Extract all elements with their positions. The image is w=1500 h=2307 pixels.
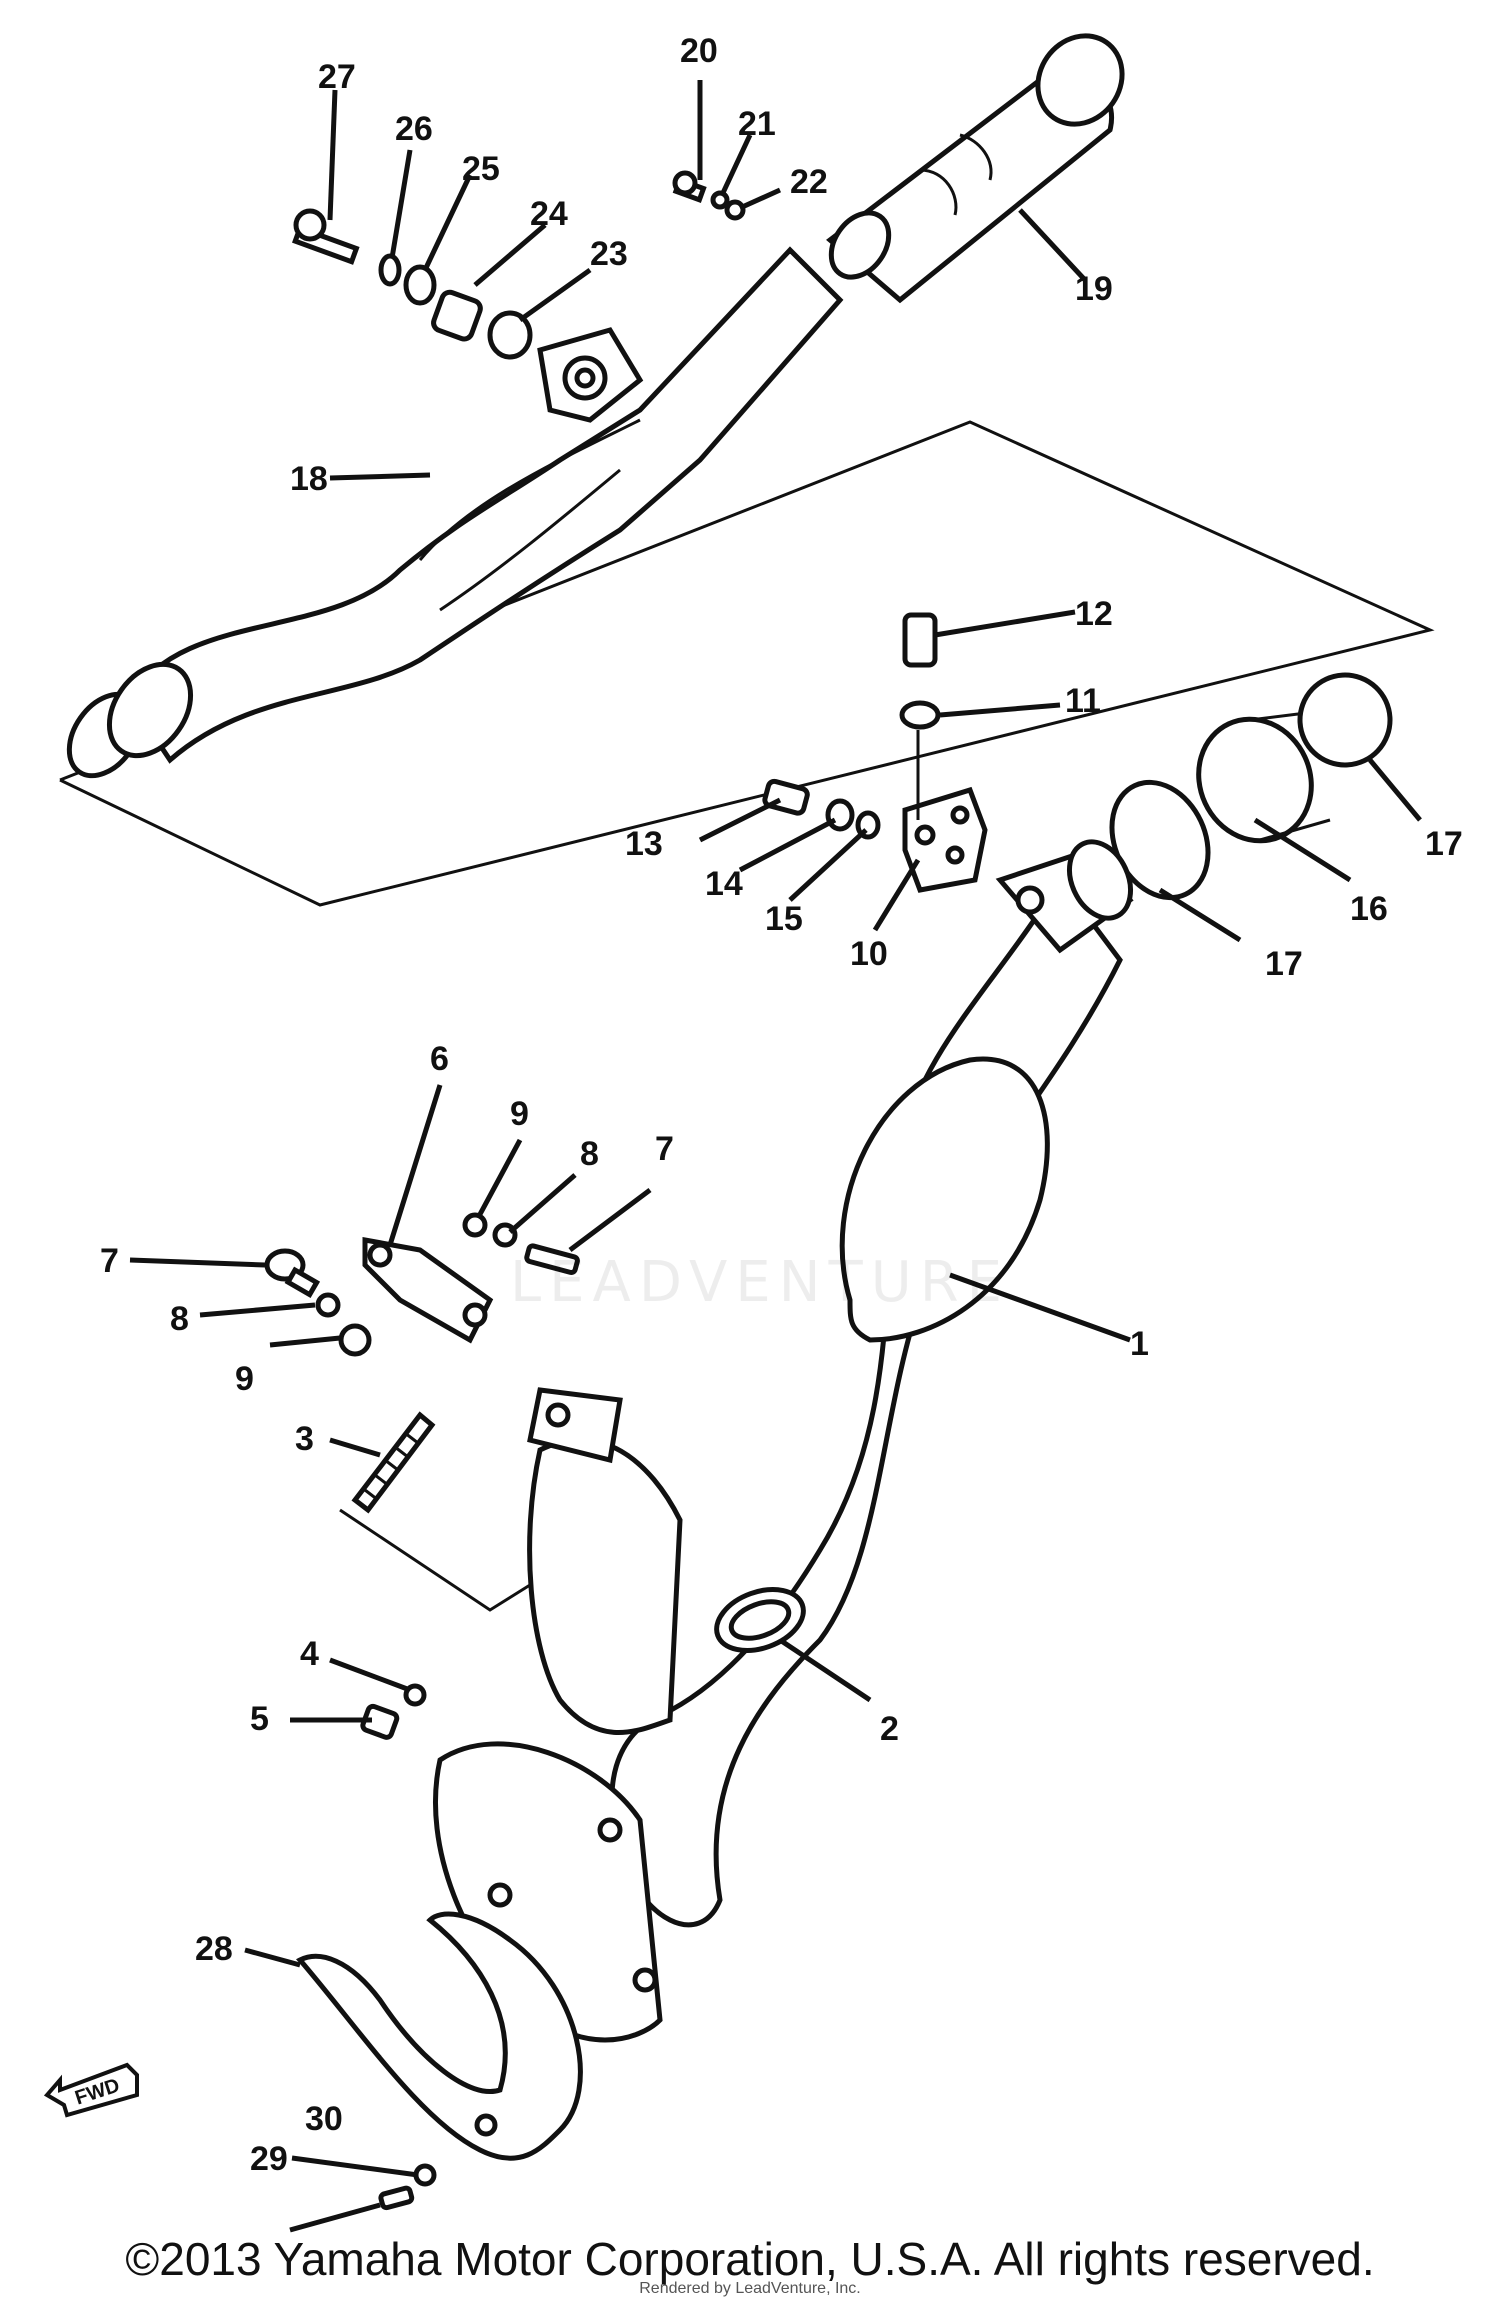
callout-19: 19 [1075, 270, 1113, 308]
forward-arrow-icon: FWD [43, 2062, 139, 2118]
callout-labels: 1 2 3 4 5 6 7 7 8 8 9 9 10 11 12 13 14 1… [100, 32, 1463, 2178]
callout-4: 4 [300, 1635, 319, 1673]
watermark: LEADVENTURE [509, 1250, 1011, 1315]
callout-11: 11 [1065, 682, 1101, 720]
callout-18: 18 [290, 460, 328, 498]
callout-25: 25 [462, 150, 500, 188]
callout-8-left: 8 [170, 1300, 189, 1338]
callout-15: 15 [765, 900, 803, 938]
callout-17-lower: 17 [1265, 945, 1303, 983]
callout-22: 22 [790, 163, 828, 201]
tail-pipe [826, 33, 1125, 304]
callout-8-right: 8 [580, 1135, 599, 1173]
callout-6: 6 [430, 1040, 449, 1078]
callout-9-right: 9 [510, 1095, 529, 1133]
callout-26: 26 [395, 110, 433, 148]
callout-21: 21 [738, 105, 776, 143]
leader-lines [129, 80, 1422, 2233]
callout-20: 20 [680, 32, 718, 70]
heat-protector [296, 1911, 583, 2211]
copyright-notice: ©2013 Yamaha Motor Corporation, U.S.A. A… [125, 2233, 1375, 2285]
callout-1: 1 [1130, 1325, 1149, 1363]
callout-23: 23 [590, 235, 628, 273]
callout-12: 12 [1075, 595, 1113, 633]
callout-3: 3 [295, 1420, 314, 1458]
callout-14: 14 [705, 865, 743, 903]
exhaust-joint-and-clamps [1067, 672, 1393, 921]
callout-13: 13 [625, 825, 663, 863]
callout-29: 29 [250, 2140, 288, 2178]
mount-bracket [762, 612, 988, 893]
callout-27: 27 [318, 58, 356, 96]
callout-9-left: 9 [235, 1360, 254, 1398]
callout-30: 30 [305, 2100, 343, 2138]
callout-10: 10 [850, 935, 888, 973]
callout-28: 28 [195, 1930, 233, 1968]
callout-17-upper: 17 [1425, 825, 1463, 863]
muffler-body [66, 246, 844, 779]
callout-24: 24 [530, 195, 568, 233]
stay-bracket [264, 1212, 580, 1514]
callout-7-left: 7 [100, 1242, 119, 1280]
callout-7-right: 7 [655, 1130, 674, 1168]
callout-16: 16 [1350, 890, 1388, 928]
rendered-by-credit: Rendered by LeadVenture, Inc. [639, 2280, 861, 2297]
callout-2: 2 [880, 1710, 899, 1748]
stud-nuts [360, 1683, 427, 1740]
callout-5: 5 [250, 1700, 269, 1738]
expansion-chamber [433, 847, 1134, 2043]
exhaust-gasket [714, 1587, 806, 1653]
muffler-assembly-guide [59, 420, 1435, 907]
muffler-mount-hardware [292, 170, 746, 360]
